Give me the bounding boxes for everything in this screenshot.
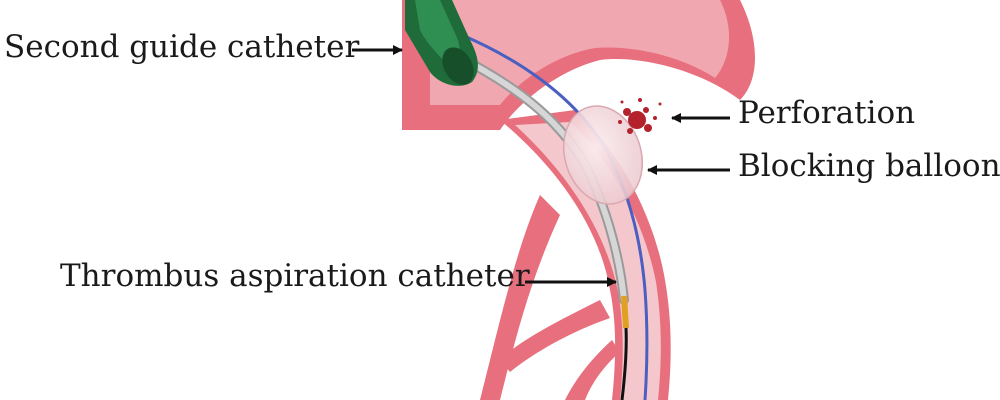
perforation-mark: [618, 98, 662, 134]
label-second-guide-catheter: Second guide catheter: [4, 29, 360, 65]
blocking-balloon-shape: [562, 105, 644, 205]
label-perforation: Perforation: [738, 95, 916, 131]
wire-tip: [620, 327, 628, 400]
catheter-marker: [621, 295, 629, 329]
branch-vessel-left: [480, 195, 560, 400]
coronary-vessel-lumen: [515, 122, 661, 400]
label-blocking-balloon: Blocking balloon: [738, 148, 1000, 184]
branch-vessel-lower: [500, 300, 610, 372]
branch-vessel-small: [565, 340, 620, 400]
guide-catheter-shape: [405, 0, 478, 86]
label-thrombus-aspiration-catheter: Thrombus aspiration catheter: [60, 258, 530, 294]
